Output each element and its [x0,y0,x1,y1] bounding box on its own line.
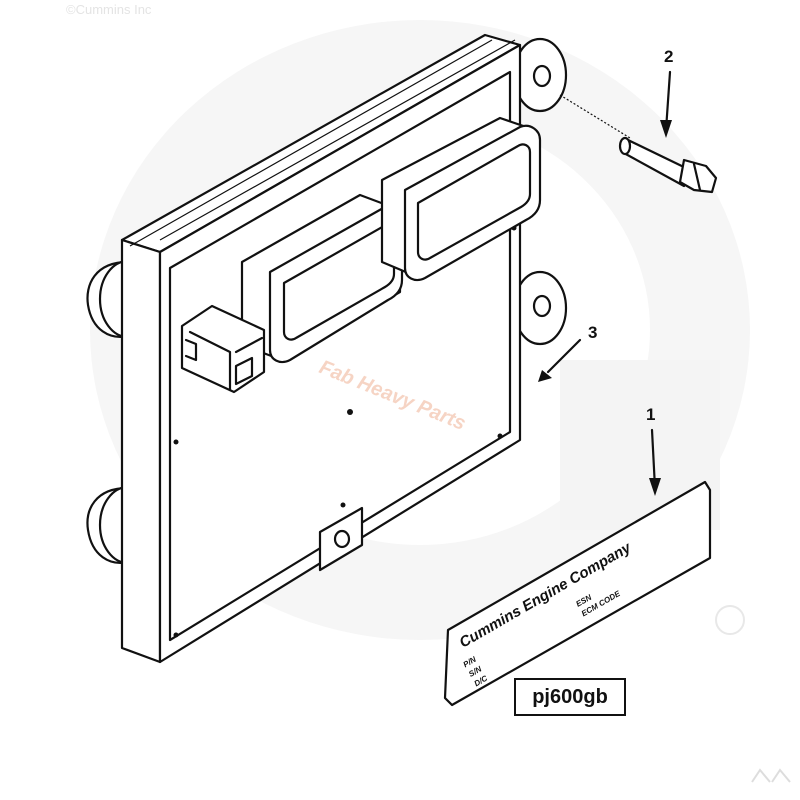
callout-2: 2 [660,47,673,138]
callout-number: 1 [646,405,655,424]
callout-1: 1 [646,405,661,496]
connector-small [180,304,266,394]
callout-3: 3 [538,323,597,382]
callout-number: 2 [664,47,673,66]
figure-id: pj600gb [514,678,626,716]
stamp-logo [715,605,791,783]
bolt [559,94,718,194]
copyright-text: ©Cummins Inc [66,2,152,17]
connector-large [380,116,542,282]
mounting-ear [512,37,568,113]
ecm-module [86,33,568,664]
callout-number: 3 [588,323,597,342]
mounting-ear [512,270,568,346]
